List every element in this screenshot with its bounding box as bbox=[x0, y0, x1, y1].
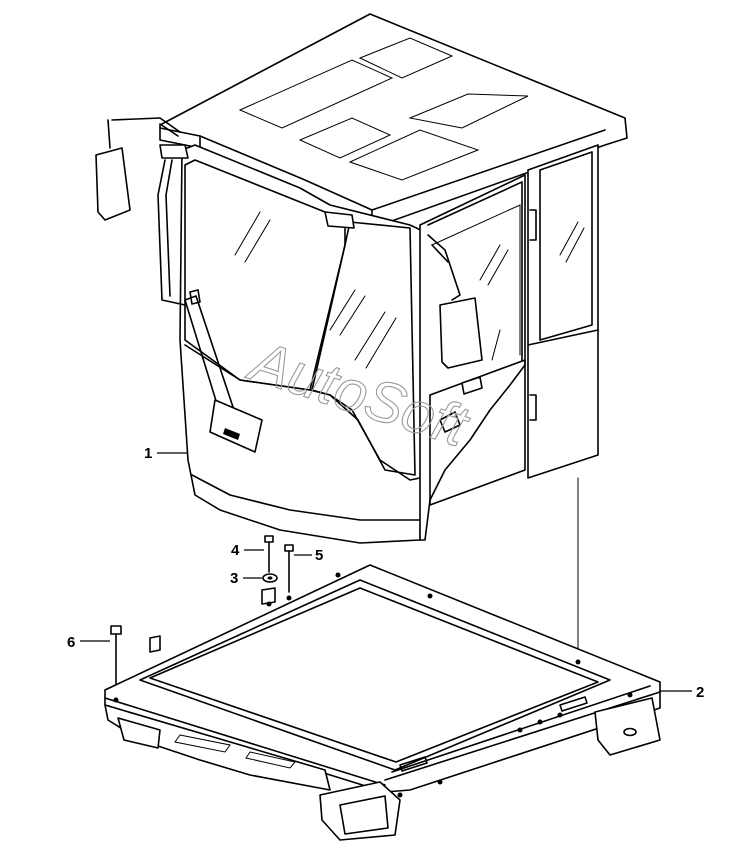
door-glass bbox=[431, 204, 521, 356]
right-mirror-arm bbox=[427, 234, 461, 301]
rear-mount-right bbox=[594, 697, 661, 756]
callout-3: 3 bbox=[230, 570, 262, 587]
frame-left-skirt bbox=[104, 704, 331, 791]
frame-holes bbox=[113, 572, 633, 798]
roof-lamp-right bbox=[324, 211, 355, 229]
svg-text:4: 4 bbox=[231, 542, 240, 559]
callout-2: 2 bbox=[660, 684, 704, 701]
roof-lamp-left bbox=[159, 144, 189, 159]
cab-assembly bbox=[95, 13, 628, 544]
roof-panel bbox=[348, 129, 480, 181]
left-mirror-arm bbox=[107, 117, 181, 149]
callout-4: 4 bbox=[231, 542, 264, 559]
washer-3 bbox=[262, 573, 278, 583]
callout-5: 5 bbox=[294, 547, 323, 564]
roof-panel bbox=[238, 59, 394, 129]
door-handle bbox=[461, 376, 483, 395]
svg-text:2: 2 bbox=[696, 684, 704, 701]
side-mount-left bbox=[117, 717, 161, 749]
base-frame bbox=[104, 564, 661, 841]
roof-panel bbox=[358, 37, 454, 79]
roof-panel bbox=[408, 93, 529, 129]
svg-text:6: 6 bbox=[67, 634, 75, 651]
cab-rear-side bbox=[527, 144, 599, 479]
bolt-4 bbox=[264, 535, 274, 573]
callout-1: 1 bbox=[144, 445, 188, 462]
svg-text:1: 1 bbox=[144, 445, 152, 462]
roof-panel bbox=[298, 117, 392, 159]
left-mirror bbox=[95, 147, 131, 221]
svg-text:3: 3 bbox=[230, 570, 238, 587]
right-mirror bbox=[439, 297, 483, 369]
svg-text:5: 5 bbox=[315, 547, 323, 564]
wiper-motor-plate bbox=[209, 399, 263, 453]
bolt-5 bbox=[284, 544, 294, 593]
callout-6: 6 bbox=[67, 634, 110, 651]
